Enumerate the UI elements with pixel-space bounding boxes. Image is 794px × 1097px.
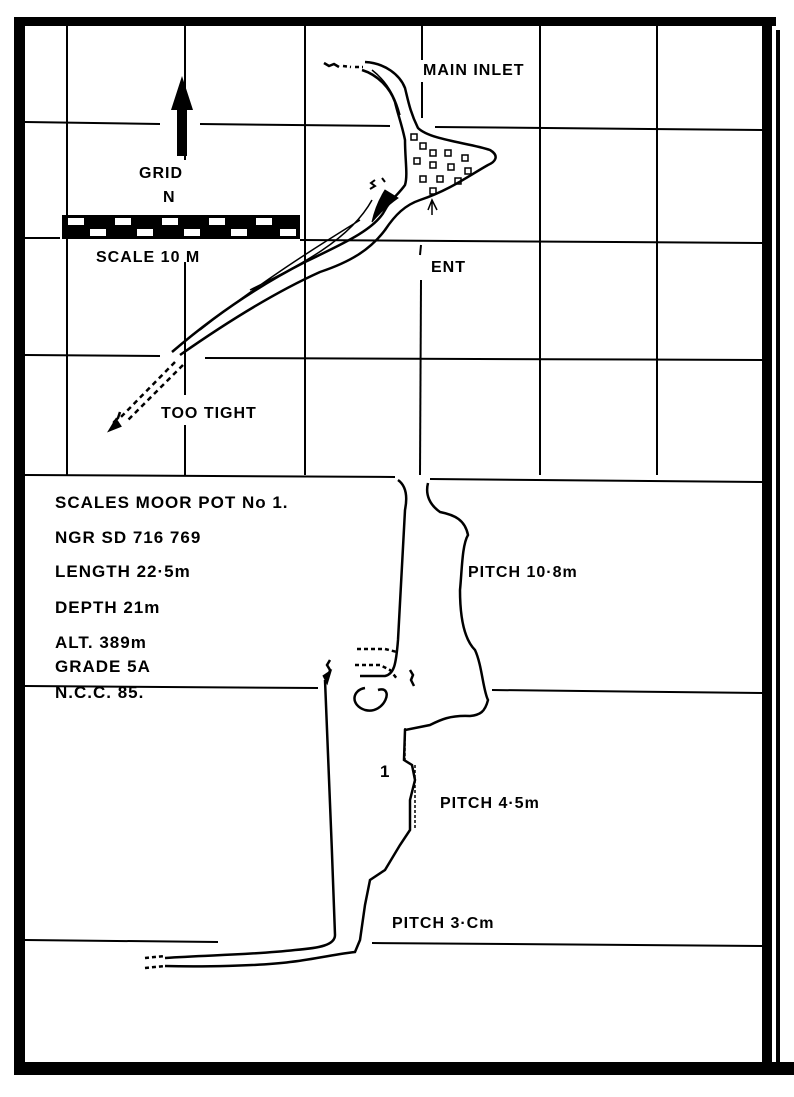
- grid: [24, 26, 763, 947]
- pitch-2-label: PITCH 4·5m: [440, 795, 540, 812]
- station-marker: 1: [380, 762, 390, 781]
- main-inlet-label: MAIN INLET: [423, 62, 525, 79]
- altitude-value: ALT. 389m: [55, 633, 147, 652]
- credit: N.C.C. 85.: [55, 683, 144, 702]
- north-arrow-icon: [171, 76, 193, 156]
- north-letter: N: [163, 189, 176, 206]
- grade-value: GRADE 5A: [55, 657, 151, 676]
- survey-title: SCALES MOOR POT No 1.: [55, 493, 289, 512]
- frame: [14, 17, 794, 1075]
- info-block: SCALES MOOR POT No 1. NGR SD 716 769 LEN…: [55, 493, 289, 702]
- pitch-3-label: PITCH 3·Cm: [392, 915, 494, 932]
- north-label: GRID: [139, 165, 183, 182]
- length-value: LENGTH 22·5m: [55, 562, 191, 581]
- entrance-label: ENT: [431, 259, 466, 276]
- scale-label: SCALE 10 M: [96, 249, 200, 266]
- scale-bar: [62, 215, 300, 239]
- pitch-1-label: PITCH 10·8m: [468, 564, 578, 581]
- too-tight-label: TOO TIGHT: [161, 405, 257, 422]
- cave-plan: [107, 60, 497, 433]
- depth-value: DEPTH 21m: [55, 598, 160, 617]
- cave-elevation: [144, 478, 490, 970]
- grid-reference: NGR SD 716 769: [55, 528, 201, 547]
